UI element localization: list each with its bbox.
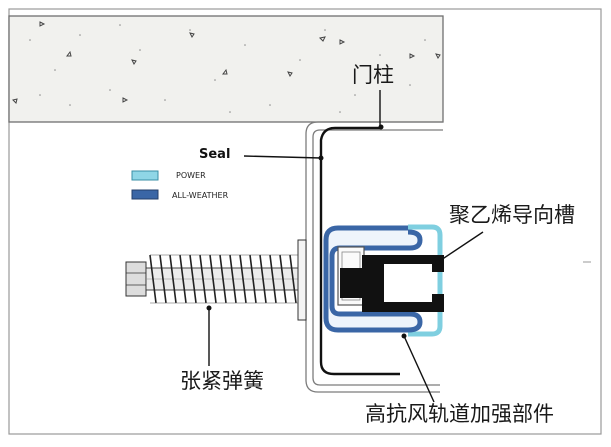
legend-swatch-allweather	[131, 189, 159, 200]
seal-strip	[319, 126, 400, 376]
reinforcement-label: 高抗风轨道加强部件	[365, 402, 554, 426]
legend-label-power: POWER	[176, 171, 206, 180]
guide-channel-label: 聚乙烯导向槽	[449, 203, 575, 227]
legend-swatch-power	[131, 170, 159, 181]
outer-frame	[8, 8, 602, 435]
reinforcement-leader	[403, 335, 435, 403]
tension-spring-label: 张紧弹簧	[180, 369, 264, 393]
legend: POWER ALL-WEATHER	[131, 170, 229, 200]
allweather-reinforcement	[323, 225, 423, 333]
bolt	[125, 261, 307, 297]
seal-label: Seal	[199, 147, 230, 162]
polyethylene-guide-channel	[340, 255, 444, 312]
power-profile	[408, 224, 443, 337]
concrete-door-post	[8, 15, 444, 123]
guide-channel-leader	[437, 231, 484, 263]
seal-dot-top	[378, 124, 384, 130]
washer	[297, 239, 307, 321]
door-post-label: 门柱	[352, 63, 394, 87]
seal-leader	[243, 155, 322, 159]
tension-spring	[149, 254, 298, 304]
legend-label-allweather: ALL-WEATHER	[172, 191, 229, 200]
